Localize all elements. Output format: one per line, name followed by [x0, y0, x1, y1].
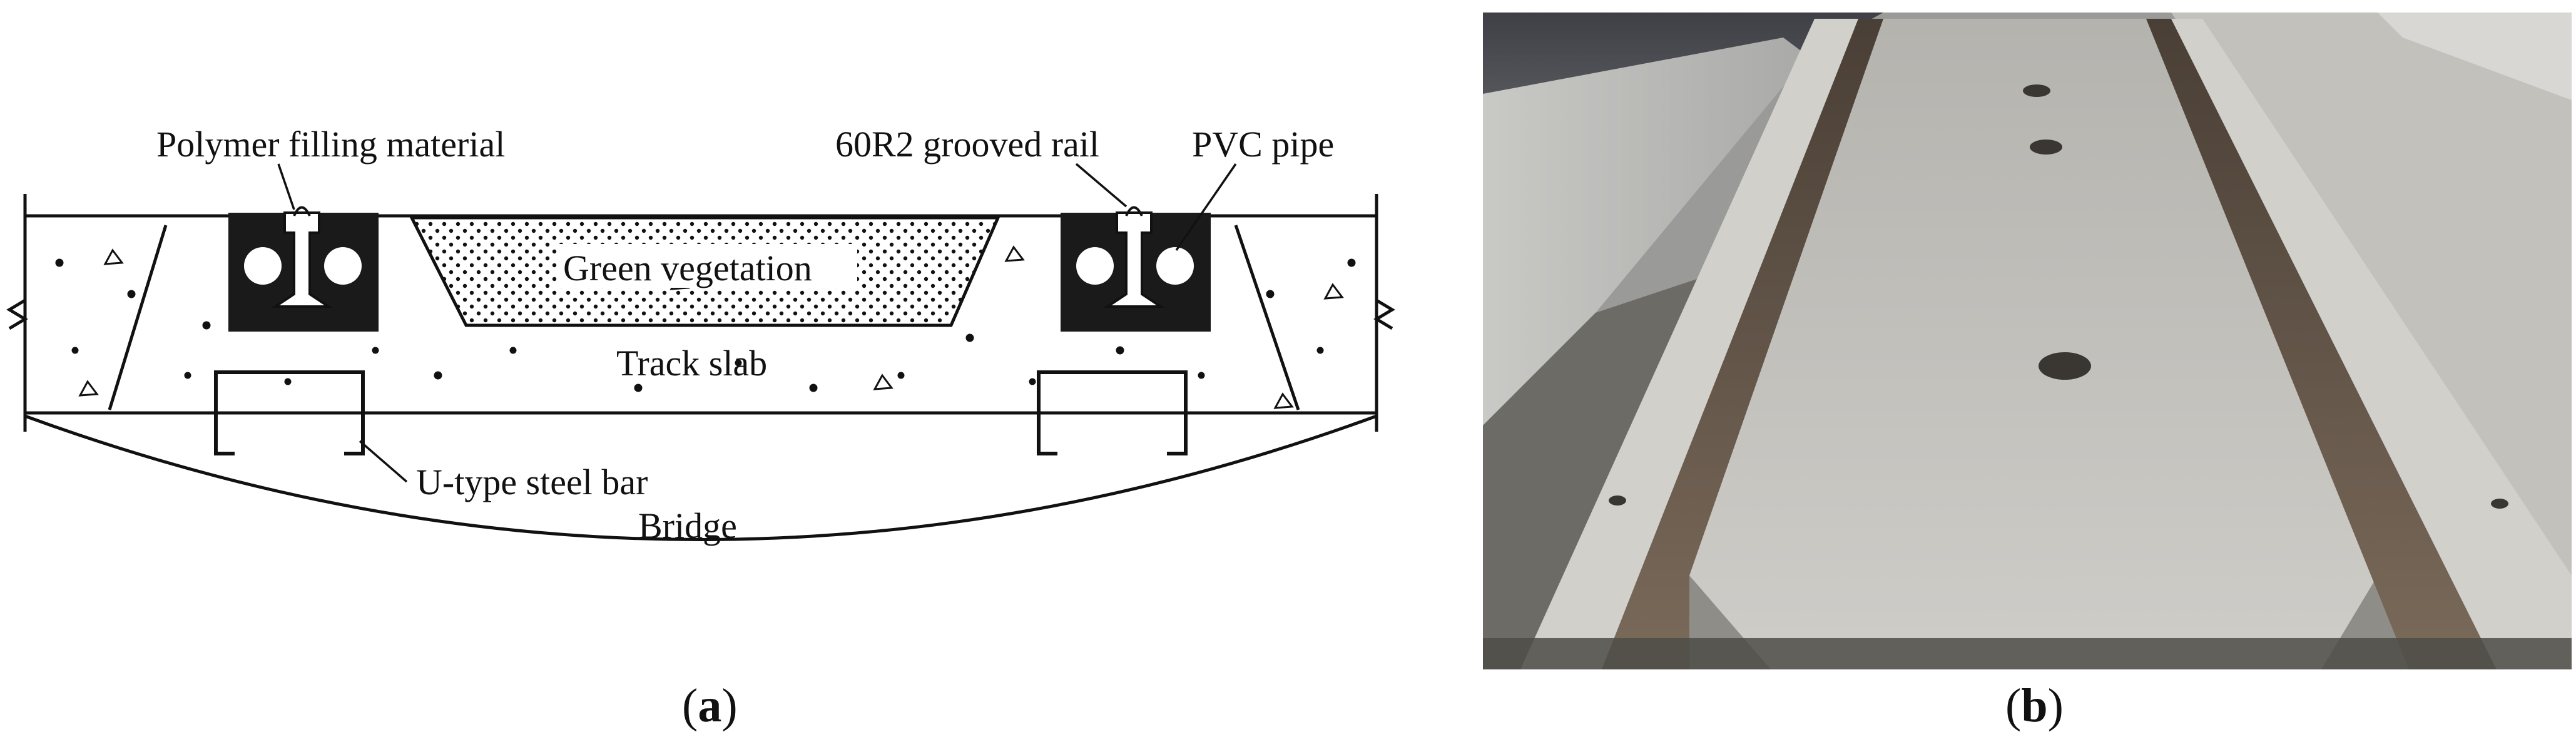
rail-groove-right: [1125, 206, 1143, 216]
photo-svg: [1483, 13, 2572, 669]
right-slab-ledge: [2171, 19, 2572, 669]
label-pvc-pipe: PVC pipe: [1192, 124, 1334, 165]
label-u-steel-bar: U-type steel bar: [416, 462, 648, 502]
retaining-wall: [1483, 38, 1808, 425]
track-slab-photo: [1483, 13, 2572, 669]
rail-groove-left: [293, 206, 311, 216]
caption-b-letter: b: [2021, 679, 2048, 732]
cross-section-diagram: Polymer filling material 60R2 grooved ra…: [6, 124, 1395, 546]
label-bridge: Bridge: [638, 506, 737, 546]
bolt-hole-right: [2491, 499, 2508, 509]
break-marker-left: [6, 298, 28, 330]
u-steel-bar-left: [214, 370, 365, 455]
caption-a: (a): [682, 679, 738, 732]
label-grooved-rail: 60R2 grooved rail: [835, 124, 1099, 165]
caption-b: (b): [2005, 679, 2064, 732]
left-slab-ledge: [1520, 19, 1858, 669]
gravel-ground: [1483, 275, 1708, 669]
cross-section-svg: Polymer filling material 60R2 grooved ra…: [6, 124, 1395, 546]
bridge-arc: [24, 414, 1377, 541]
label-green-vegetation: Green vegetation: [563, 248, 812, 288]
stacked-slab-top-right: [2378, 13, 2572, 100]
caption-a-letter: a: [698, 679, 722, 732]
photo-bottom-shadow: [1483, 638, 2572, 669]
bolt-hole-left: [1609, 495, 1626, 506]
drain-hole-3: [2039, 352, 2091, 380]
drain-hole-2: [2030, 140, 2062, 155]
central-slab-top: [1689, 19, 2378, 669]
concrete-aggregate: [55, 245, 1356, 409]
green-vegetation-area: [409, 216, 1000, 327]
right-rail-groove: [2146, 19, 2497, 669]
label-polymer-filling: Polymer filling material: [156, 124, 505, 165]
rail-assembly-right: [1061, 211, 1211, 332]
rail-assembly-left: [228, 211, 379, 332]
break-marker-right: [1373, 298, 1395, 330]
label-track-slab: Track slab: [616, 343, 767, 384]
u-steel-bar-right: [1037, 370, 1188, 455]
left-rail-groove: [1602, 19, 1883, 669]
drain-hole-1: [2023, 84, 2050, 97]
leader-lines: [277, 163, 1237, 483]
